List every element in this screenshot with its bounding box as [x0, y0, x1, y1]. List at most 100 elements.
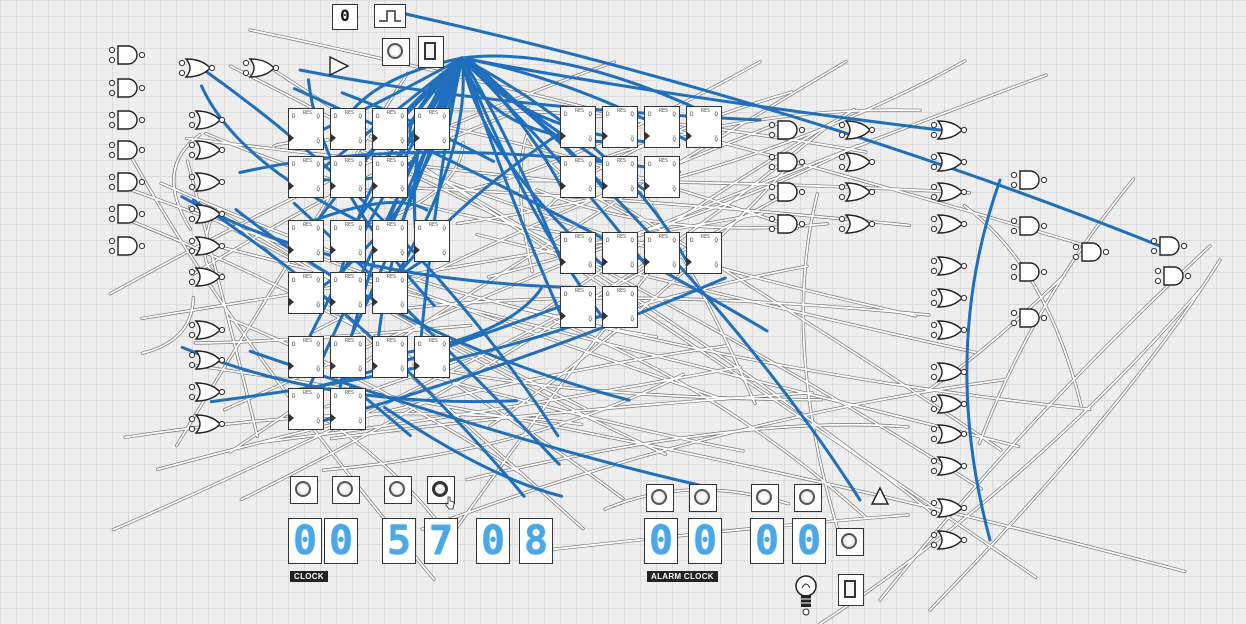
alarm-toggle-switch[interactable] [838, 574, 864, 606]
clock-digit-hours-ones: 0 [324, 518, 358, 564]
clock-set-button-4[interactable] [427, 476, 455, 504]
xor-gate [930, 120, 968, 140]
clock-set-button-2[interactable] [332, 476, 360, 504]
square-wave-icon[interactable] [374, 4, 406, 28]
and-gate [768, 214, 806, 234]
alarm-set-button-2[interactable] [689, 484, 717, 512]
light-bulb-icon [795, 575, 817, 616]
xor-gate [178, 58, 216, 78]
and-gate [108, 78, 146, 98]
clock-digit-seconds-tens: 0 [476, 518, 510, 564]
and-gate [108, 172, 146, 192]
hand-cursor-icon [445, 496, 455, 510]
clock-digit-minutes-ones: 7 [424, 518, 458, 564]
logic-gates [108, 45, 1192, 550]
and-gate [108, 140, 146, 160]
clock-digit-hours-tens: 0 [288, 518, 322, 564]
and-gate [1010, 216, 1048, 236]
xor-gate [930, 214, 968, 234]
xor-gate [930, 152, 968, 172]
xor-gate [188, 204, 226, 224]
clock-label: CLOCK [290, 571, 328, 582]
constant-input[interactable]: 0 [332, 4, 358, 30]
xor-gate [188, 350, 226, 370]
xor-gate [930, 498, 968, 518]
xor-gate [838, 214, 876, 234]
xor-gate [930, 256, 968, 276]
xor-gate [838, 120, 876, 140]
xor-gate [930, 424, 968, 444]
and-gate [108, 236, 146, 256]
and-gate [1010, 170, 1048, 190]
alarm-set-button-4[interactable] [794, 484, 822, 512]
reset-button[interactable] [382, 38, 410, 66]
and-gate [1154, 266, 1192, 286]
xor-gate [188, 382, 226, 402]
buffer-gate [329, 55, 350, 77]
alarm-clock-label: ALARM CLOCK [647, 571, 718, 582]
buffer-gate [870, 486, 890, 505]
xor-gate [188, 414, 226, 434]
xor-gate [930, 320, 968, 340]
xor-gate [930, 394, 968, 414]
alarm-set-button-1[interactable] [646, 484, 674, 512]
and-gate [108, 110, 146, 130]
toggle-switch-icon[interactable] [418, 36, 444, 68]
clock-set-button-1[interactable] [290, 476, 318, 504]
xor-gate [188, 236, 226, 256]
and-gate [1072, 242, 1110, 262]
xor-gate [188, 110, 226, 130]
xor-gate [188, 140, 226, 160]
xor-gate [930, 456, 968, 476]
and-gate [1150, 236, 1188, 256]
and-gate [108, 45, 146, 65]
clock-digit-seconds-ones: 8 [519, 518, 553, 564]
alarm-digit-minutes-ones: 0 [792, 518, 826, 564]
and-gate [768, 182, 806, 202]
alarm-digit-hours-tens: 0 [644, 518, 678, 564]
xor-gate [188, 172, 226, 192]
and-gate [768, 152, 806, 172]
and-gate [108, 204, 146, 224]
alarm-digit-hours-ones: 0 [688, 518, 722, 564]
xor-gate [930, 288, 968, 308]
clock-set-button-3[interactable] [384, 476, 412, 504]
alarm-set-button-3[interactable] [751, 484, 779, 512]
alarm-enable-button[interactable] [836, 528, 864, 556]
xor-gate [930, 362, 968, 382]
xor-gate [838, 182, 876, 202]
xor-gate [188, 267, 226, 287]
and-gate [1010, 262, 1048, 282]
xor-gate [930, 182, 968, 202]
